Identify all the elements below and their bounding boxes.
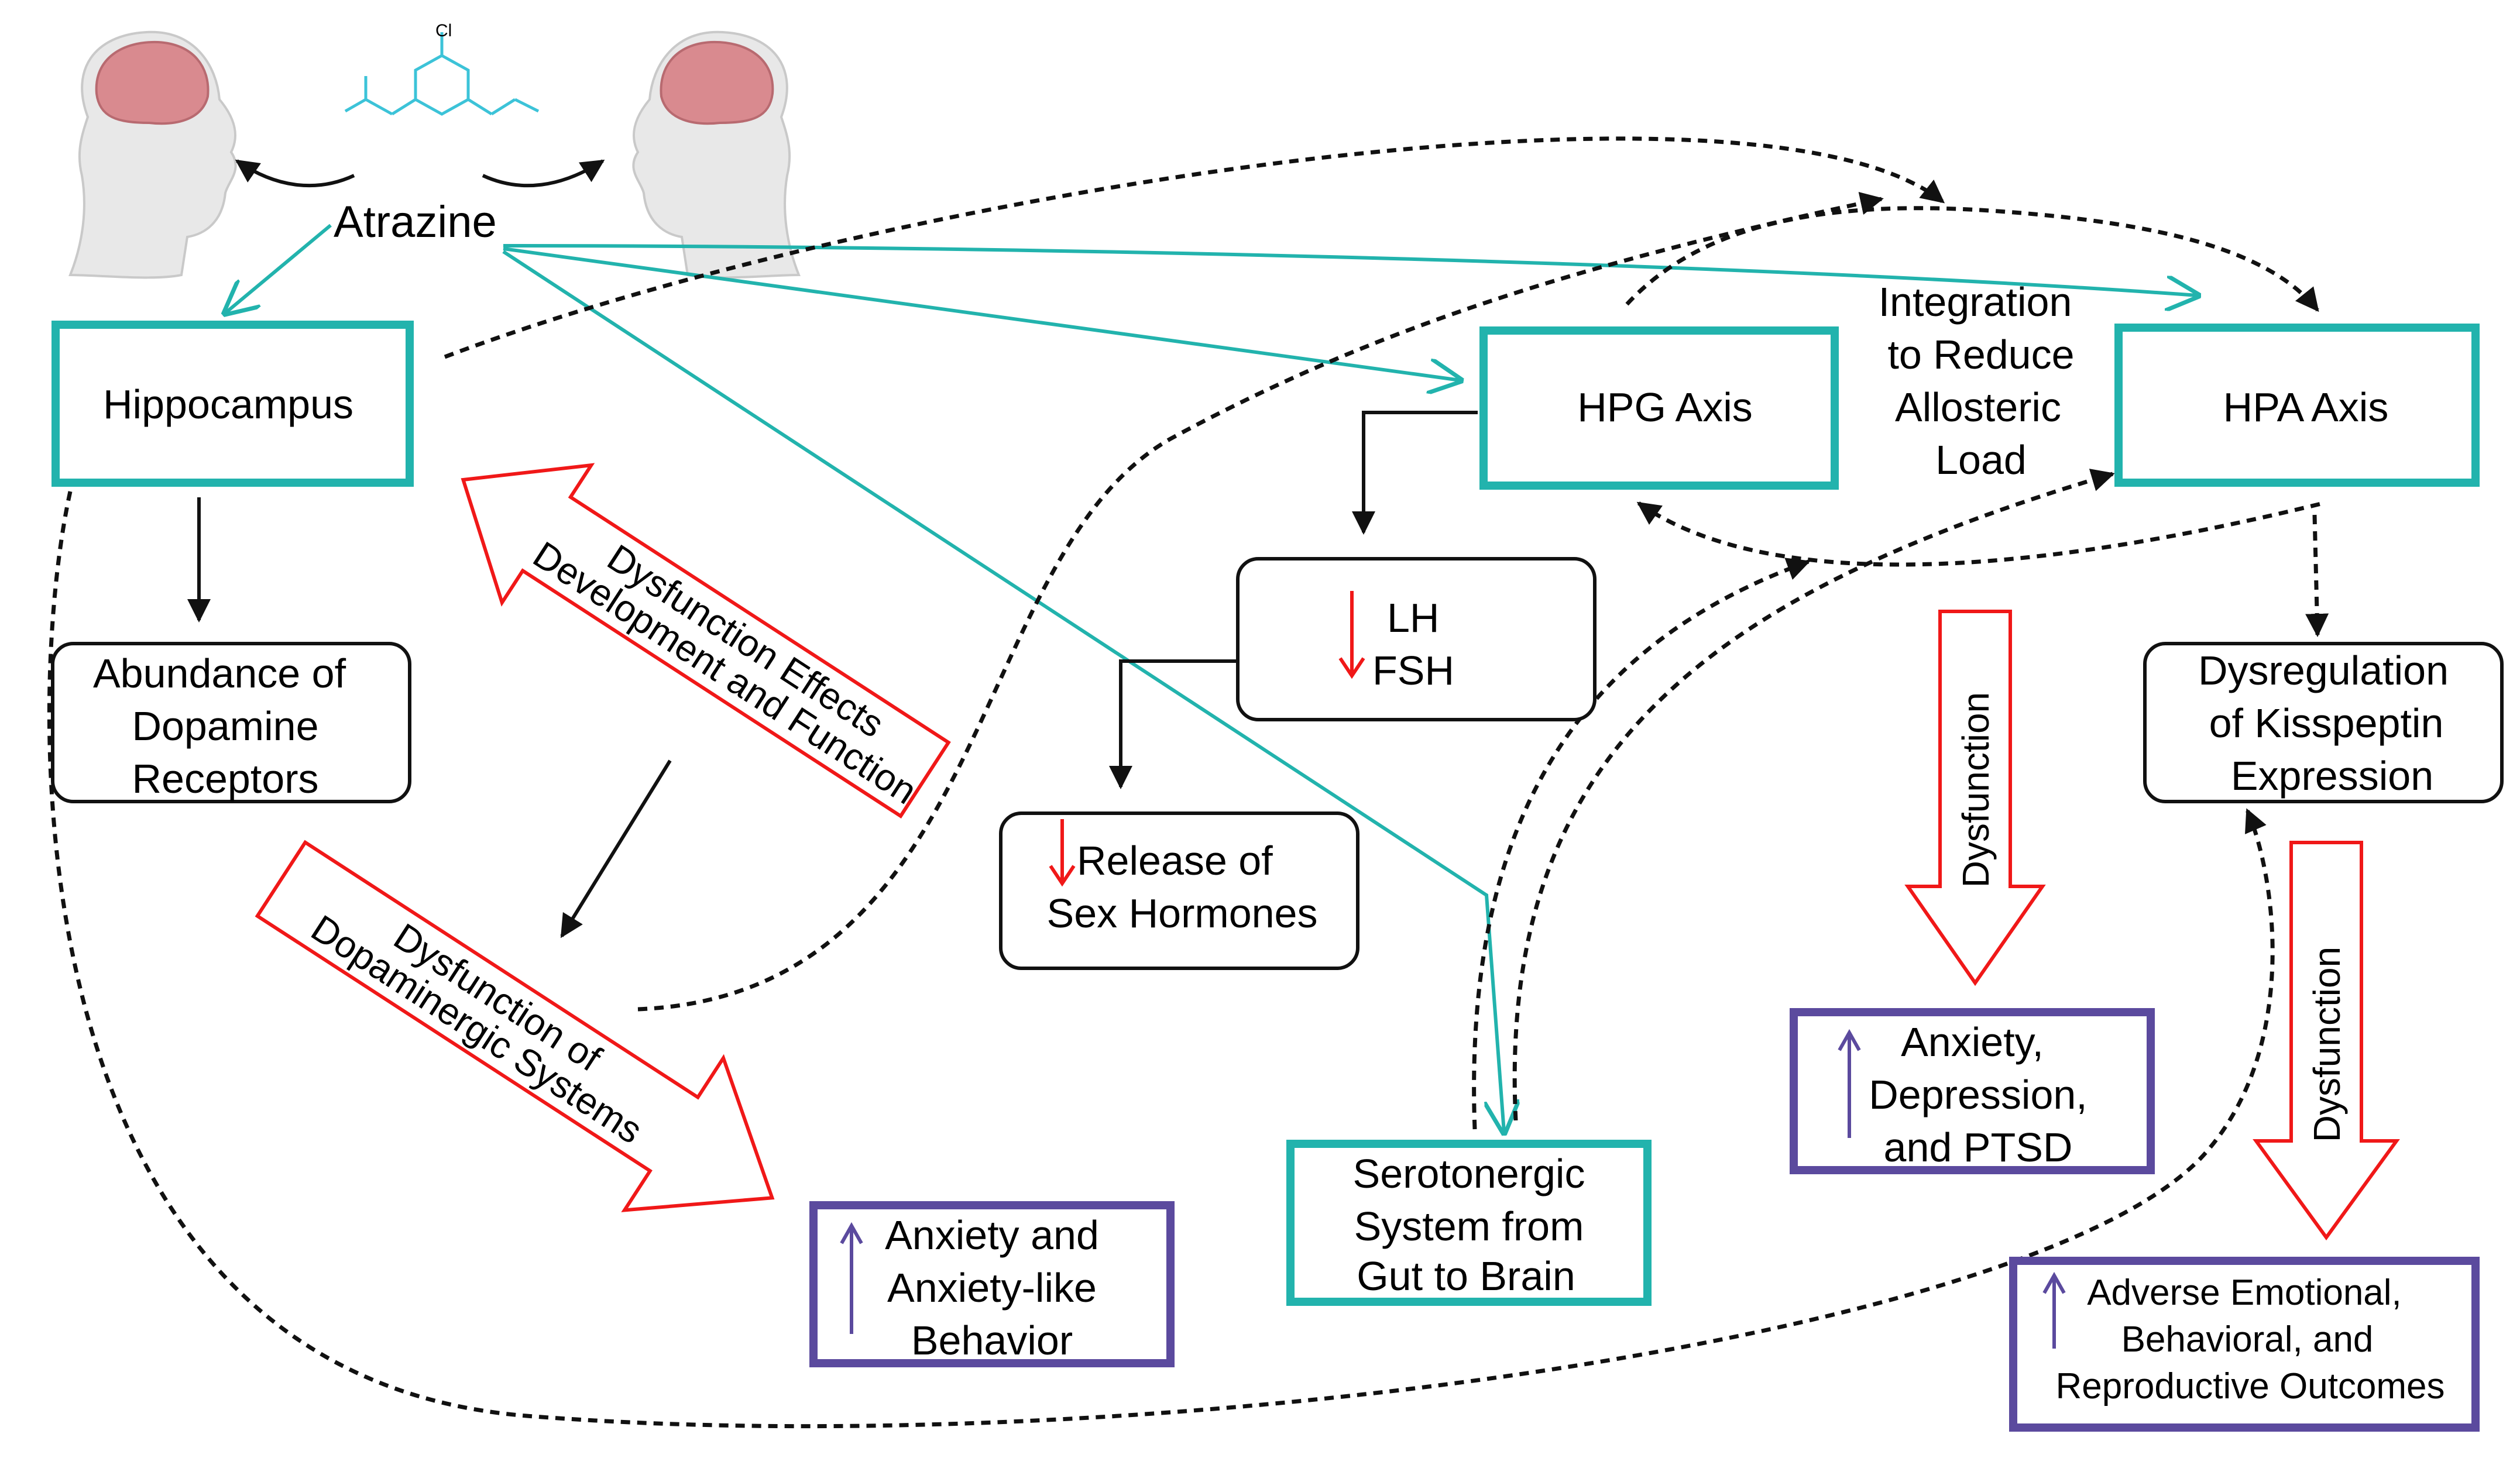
dysfunction-dopaminergic-banner: Dysfunction of Dopaminergic Systems [255,840,775,1212]
lh-fsh-box: LH FSH [1236,557,1597,721]
dashed-serotonergic-to-hpa [1512,469,2115,1121]
dashed-hpg-hpa-link [1636,501,2324,567]
up-arrow-icon [840,1222,863,1334]
down-arrow-icon [1338,591,1365,679]
anxiety-behavior-line3: Behavior [911,1318,1073,1363]
dysfunction-down-arrow-2: Dysfunction [2253,841,2400,1241]
dopamine-line1: Abundance of [93,651,346,696]
dashed-loop-to-kisspeptin [47,491,2275,1429]
integration-line3: Allosteric [1895,384,2061,430]
hippocampus-box: Hippocampus [52,321,414,487]
hpg-axis-label: HPG Axis [1577,384,1753,430]
teal-arrow-hippocampus [225,223,332,313]
serotonergic-line1: Serotonergic [1353,1151,1585,1196]
adverse-outcomes-box: Adverse Emotional, Behavioral, and Repro… [2009,1257,2480,1432]
integration-line1: Integration [1879,279,2072,325]
dashed-dopa-to-integration [637,191,1884,1012]
atrazine-to-left-head-arrow [235,159,355,188]
atrazine-label: Atrazine [334,197,497,247]
atrazine-to-right-head-arrow [482,159,605,188]
teal-arrow-hpa [503,244,2198,295]
serotonergic-box: Serotonergic System from Gut to Brain [1286,1140,1652,1306]
kisspeptin-line3: Expression [2231,753,2433,799]
anxiety-ptsd-line3: and PTSD [1884,1125,2073,1170]
anxiety-ptsd-line2: Depression, [1869,1072,2088,1117]
kisspeptin-line2: of Kisspeptin [2209,700,2444,746]
down-arrow-icon [1049,819,1076,887]
head-left-icon [68,30,237,279]
adverse-line1: Adverse Emotional, [2087,1273,2402,1313]
sex-hormones-box: Release of Sex Hormones [999,811,1359,970]
anxiety-behavior-line1: Anxiety and [885,1212,1099,1258]
fsh-label: FSH [1372,648,1454,693]
hpa-axis-label: HPA Axis [2223,384,2389,430]
up-arrow-icon [1838,1029,1861,1138]
dopamine-line2: Dopamine [132,703,318,749]
teal-arrow-serotonergic [502,250,1504,1132]
kisspeptin-line1: Dysregulation [2198,648,2449,693]
dashed-hpa-to-kisspeptin [2305,514,2329,637]
kisspeptin-box: Dysregulation of Kisspeptin Expression [2143,642,2504,803]
up-arrow-icon [2042,1271,2066,1349]
hpa-axis-box: HPA Axis [2114,324,2480,487]
dysfunction-effects-banner: Dysfunction Effects Development and Func… [461,463,951,819]
adverse-line2: Behavioral, and [2121,1319,2374,1360]
atrazine-molecule-icon: Cl [344,21,540,116]
hippocampus-label: Hippocampus [103,381,353,427]
adverse-line3: Reproductive Outcomes [2055,1366,2445,1407]
arrow-lh-to-sex-hormones [1109,659,1238,789]
head-right-icon [632,30,801,279]
dysfunction-label-2: Dysfunction [2306,947,2348,1142]
lh-label: LH [1387,595,1439,641]
sex-hormones-line2: Sex Hormones [1047,890,1318,936]
svg-text:Cl: Cl [435,21,452,40]
anxiety-behavior-line2: Anxiety-like [887,1265,1097,1311]
dopamine-box: Abundance of Dopamine Receptors [51,642,411,803]
serotonergic-line3: Gut to Brain [1357,1253,1575,1299]
serotonergic-line2: System from [1354,1203,1584,1249]
teal-arrow-hpg [503,247,1460,380]
anxiety-ptsd-box: Anxiety, Depression, and PTSD [1790,1008,2155,1174]
integration-line2: to Reduce [1887,332,2074,377]
arrow-hpg-to-lh [1352,411,1478,535]
dysfunction-effects-line2: Development and Function [526,533,925,812]
hpg-axis-box: HPG Axis [1479,326,1839,490]
sex-hormones-line1: Release of [1077,838,1273,883]
anxiety-behavior-box: Anxiety and Anxiety-like Behavior [809,1201,1175,1367]
dysfunction-label-1: Dysfunction [1955,692,1997,888]
arrow-to-dopa-dysfunction [560,759,672,938]
dashed-serotonergic-to-hpg [1472,558,1811,1130]
dopamine-line3: Receptors [132,756,318,802]
integration-line4: Load [1935,437,2027,483]
integration-text: Integration to Reduce Allosteric Load [1879,279,2075,483]
dysfunction-dopa-line2: Dopaminergic Systems [304,907,650,1152]
dysfunction-down-arrow-1: Dysfunction [1904,610,2046,986]
anxiety-ptsd-line1: Anxiety, [1901,1019,2044,1065]
